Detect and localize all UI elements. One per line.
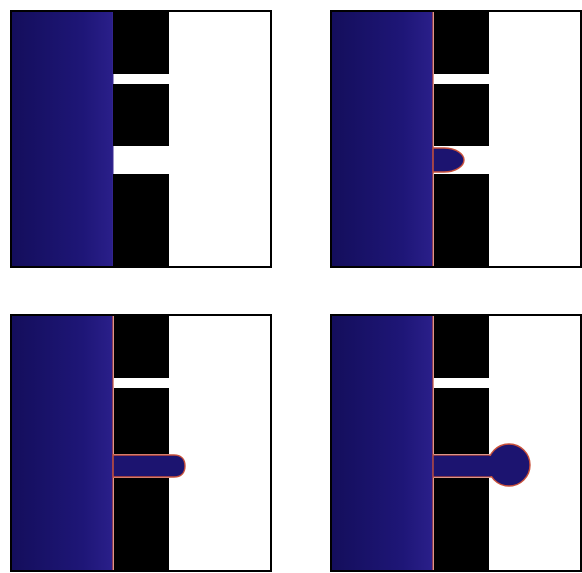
fluid-neck-fill bbox=[434, 456, 504, 476]
frame-2-graphic bbox=[332, 12, 582, 266]
solid-block-top bbox=[113, 12, 169, 74]
simulation-frame-4 bbox=[330, 314, 582, 572]
simulation-frame-1 bbox=[10, 10, 272, 268]
simulation-frame-3 bbox=[10, 314, 272, 572]
fluid-reservoir bbox=[332, 316, 433, 570]
solid-block-bottom bbox=[113, 174, 169, 266]
fluid-reservoir bbox=[12, 316, 113, 570]
solid-block-bottom bbox=[434, 174, 489, 266]
solid-block-middle bbox=[434, 388, 489, 454]
solid-block-top bbox=[434, 316, 489, 378]
solid-block-bottom bbox=[434, 478, 489, 570]
simulation-frame-2 bbox=[330, 10, 582, 268]
fluid-reservoir bbox=[332, 12, 433, 266]
solid-block-middle bbox=[434, 84, 489, 146]
solid-block-bottom bbox=[114, 478, 169, 570]
fluid-reservoir bbox=[12, 12, 113, 266]
frame-1-graphic bbox=[12, 12, 270, 266]
frame-3-graphic bbox=[12, 316, 270, 570]
solid-block-middle bbox=[114, 388, 169, 454]
solid-block-top bbox=[434, 12, 489, 74]
solid-block-middle bbox=[113, 84, 169, 146]
fluid-finger bbox=[113, 455, 185, 477]
frame-4-graphic bbox=[332, 316, 582, 570]
solid-block-top bbox=[114, 316, 169, 378]
fluid-bulge bbox=[433, 148, 464, 172]
